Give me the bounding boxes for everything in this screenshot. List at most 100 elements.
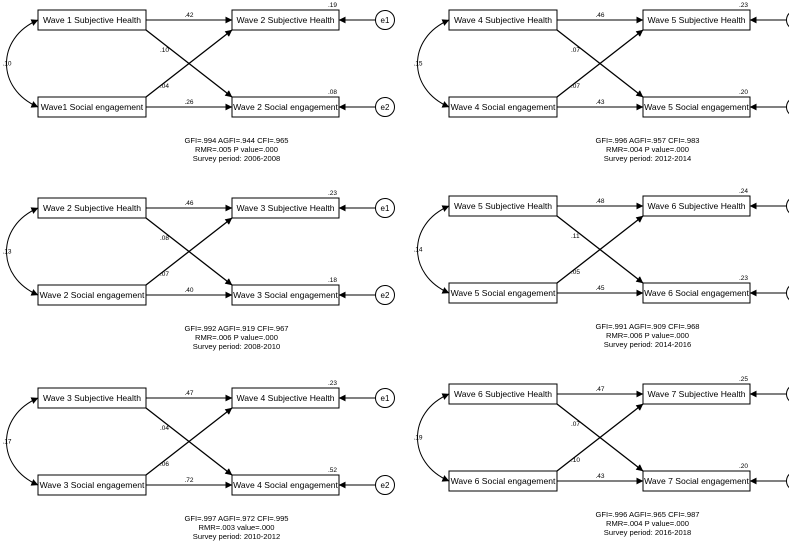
path-social-to-health [145, 217, 233, 286]
coef-health-to-social: .04 [160, 425, 169, 432]
coef-health-to-health: .46 [184, 200, 193, 207]
coef-health-to-social: .10 [160, 47, 169, 54]
coef-social-to-health: .07 [571, 83, 580, 90]
box-subjective-health-b-label: Wave 2 Subjective Health [236, 15, 334, 25]
fit-rmr-pvalue: RMR=.006 P value=.000 [606, 331, 689, 340]
path-social-to-health [556, 29, 644, 98]
coef-health-to-social: .08 [160, 235, 169, 242]
box-subjective-health-a-label: Wave 3 Subjective Health [43, 393, 141, 403]
box-social-engagement-b-label: Wave 6 Social engagement [644, 288, 749, 298]
box-social-engagement-a-label: Wave 4 Social engagement [451, 102, 556, 112]
coef-health-to-social: .07 [571, 421, 580, 428]
correlation-coefficient: .19 [413, 435, 422, 442]
coef-health-to-health: .48 [595, 198, 604, 205]
fit-indices: GFI=.996 AGFI=.965 CFI=.987 [595, 510, 699, 519]
r-squared-health: .24 [739, 188, 748, 195]
survey-period: Survey period: 2012-2014 [604, 154, 691, 163]
coef-social-to-health: .05 [571, 269, 580, 276]
coef-health-to-health: .47 [184, 390, 193, 397]
box-social-engagement-a-label: Wave1 Social engagement [41, 102, 144, 112]
error-term-1-label: e1 [381, 204, 390, 213]
error-term-2-label: e2 [381, 103, 390, 112]
box-subjective-health-a-label: Wave 4 Subjective Health [454, 15, 552, 25]
r-squared-health: .25 [739, 376, 748, 383]
path-social-to-health [556, 215, 644, 284]
path-social-to-health [145, 29, 233, 98]
correlation-coefficient: .10 [2, 61, 11, 68]
fit-indices: GFI=.994 AGFI=.944 CFI=.965 [184, 136, 288, 145]
coef-social-to-health: .06 [160, 461, 169, 468]
coef-social-to-social: .45 [595, 285, 604, 292]
correlation-coefficient: .13 [2, 249, 11, 256]
r-squared-social: .52 [328, 467, 337, 474]
fit-indices: GFI=.991 AGFI=.909 CFI=.968 [595, 322, 699, 331]
box-subjective-health-a-label: Wave 6 Subjective Health [454, 389, 552, 399]
correlation-arc [6, 19, 39, 108]
fit-indices: GFI=.997 AGFI=.972 CFI=.995 [184, 514, 288, 523]
coef-health-to-social: .11 [571, 233, 580, 240]
coef-social-to-social: .43 [595, 99, 604, 106]
box-subjective-health-a-label: Wave 2 Subjective Health [43, 203, 141, 213]
box-social-engagement-b-label: Wave 2 Social engagement [233, 102, 338, 112]
r-squared-social: .08 [328, 89, 337, 96]
r-squared-social: .18 [328, 277, 337, 284]
error-term-2-label: e2 [381, 291, 390, 300]
box-social-engagement-a-label: Wave 3 Social engagement [40, 480, 145, 490]
box-social-engagement-b-label: Wave 7 Social engagement [644, 476, 749, 486]
correlation-coefficient: .17 [2, 439, 11, 446]
fit-indices: GFI=.996 AGFI=.957 CFI=.983 [595, 136, 699, 145]
error-term-1-label: e1 [381, 394, 390, 403]
box-subjective-health-b-label: Wave 7 Subjective Health [647, 389, 745, 399]
coef-social-to-social: .40 [184, 287, 193, 294]
error-term-1-label: e1 [381, 16, 390, 25]
coef-health-to-health: .46 [595, 12, 604, 19]
r-squared-social: .20 [739, 89, 748, 96]
box-subjective-health-b-label: Wave 4 Subjective Health [236, 393, 334, 403]
path-social-to-health [145, 407, 233, 476]
fit-rmr-pvalue: RMR=.005 P value=.000 [195, 145, 278, 154]
coef-social-to-social: .43 [595, 473, 604, 480]
r-squared-health: .23 [328, 190, 337, 197]
coef-social-to-social: .72 [184, 477, 193, 484]
box-subjective-health-a-label: Wave 1 Subjective Health [43, 15, 141, 25]
correlation-arc [417, 19, 450, 108]
box-subjective-health-b-label: Wave 3 Subjective Health [236, 203, 334, 213]
coef-social-to-health: .10 [571, 457, 580, 464]
box-social-engagement-a-label: Wave 2 Social engagement [40, 290, 145, 300]
r-squared-social: .23 [739, 275, 748, 282]
fit-rmr-pvalue: RMR=.006 P value=.000 [195, 333, 278, 342]
box-social-engagement-b-label: Wave 3 Social engagement [233, 290, 338, 300]
fit-rmr-pvalue: RMR=.004 P value=.000 [606, 145, 689, 154]
correlation-coefficient: .14 [413, 247, 422, 254]
box-subjective-health-b-label: Wave 5 Subjective Health [647, 15, 745, 25]
r-squared-social: .20 [739, 463, 748, 470]
box-subjective-health-b-label: Wave 6 Subjective Health [647, 201, 745, 211]
box-social-engagement-b-label: Wave 5 Social engagement [644, 102, 749, 112]
survey-period: Survey period: 2014-2016 [604, 340, 691, 349]
survey-period: Survey period: 2006-2008 [193, 154, 280, 163]
correlation-arc [6, 397, 39, 486]
r-squared-health: .23 [739, 2, 748, 9]
path-social-to-health [556, 403, 644, 472]
fit-rmr-pvalue: RMR=.004 P value=.000 [606, 519, 689, 528]
fit-rmr-pvalue: RMR=.003 value=.000 [199, 523, 275, 532]
correlation-arc [417, 393, 450, 482]
coef-social-to-health: .04 [160, 83, 169, 90]
box-social-engagement-b-label: Wave 4 Social engagement [233, 480, 338, 490]
coef-social-to-health: .07 [160, 271, 169, 278]
r-squared-health: .23 [328, 380, 337, 387]
coef-health-to-health: .47 [595, 386, 604, 393]
box-social-engagement-a-label: Wave 6 Social engagement [451, 476, 556, 486]
correlation-arc [417, 205, 450, 294]
box-subjective-health-a-label: Wave 5 Subjective Health [454, 201, 552, 211]
survey-period: Survey period: 2010-2012 [193, 532, 280, 541]
coef-health-to-health: .42 [184, 12, 193, 19]
correlation-coefficient: .15 [413, 61, 422, 68]
